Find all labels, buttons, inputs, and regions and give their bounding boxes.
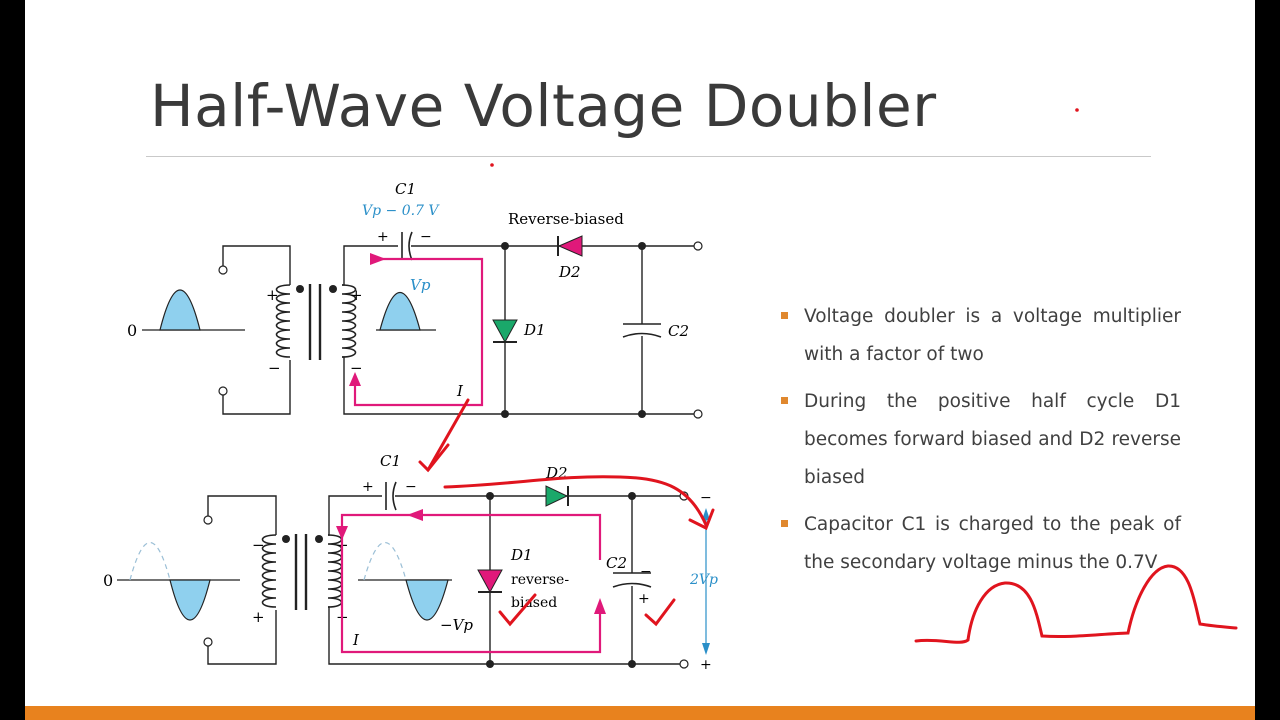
top-c1-label: C1 [395,180,416,198]
bottom-transformer [261,534,343,610]
handwritten-annotations [418,398,1238,644]
annotation-arrow-head [688,508,715,531]
bullet-text: During the positive half cycle D1 become… [804,391,1181,488]
annotation-check-mark [644,598,676,627]
bottom-capacitor-c1 [385,481,397,511]
slide-title: Half-Wave Voltage Doubler [150,72,937,140]
accent-bar [25,706,1255,720]
bullet-item: Voltage doubler is a voltage multiplier … [781,298,1181,374]
top-transformer [275,284,357,360]
bottom-primary-terminal [203,637,213,647]
top-current-label: I [456,382,464,400]
bottom-capacitor-c2 [612,572,652,588]
bullet-marker-icon [781,397,788,404]
bottom-secondary-waveform [405,579,449,621]
bullet-marker-icon [781,520,788,527]
top-reverse-biased-label: Reverse-biased [508,210,624,228]
bullet-item: During the positive half cycle D1 become… [781,383,1181,497]
svg-text:+: + [362,479,374,495]
circuit-diagram: 0 + − + − Vp [103,108,1238,673]
bottom-c2-label: C2 [606,554,627,572]
top-capacitor-c2 [622,323,662,338]
bottom-zero-label: 0 [103,571,113,590]
top-primary-terminal [218,386,228,396]
bottom-d1-note-line1: reverse- [511,572,569,588]
annotation-dot [490,163,494,167]
top-secondary-waveform [379,292,421,331]
top-zero-label: 0 [127,321,137,340]
annotation-check-mark [418,443,450,473]
top-primary-terminal [218,265,228,275]
bottom-output-label: 2Vp [689,572,718,588]
bottom-diode-d1 [477,569,503,594]
svg-text:−: − [350,359,363,377]
top-diode-d1 [492,319,518,344]
bullet-list: Voltage doubler is a voltage multiplier … [781,298,1181,591]
top-capacitor-c1 [401,231,413,261]
svg-text:+: + [638,591,650,607]
title-divider [146,156,1151,157]
top-diode-d2 [557,235,583,257]
bottom-primary-terminal [203,515,213,525]
bottom-c1-label: C1 [380,452,401,470]
svg-text:−: − [700,490,712,506]
svg-text:−: − [252,536,265,554]
svg-text:+: + [252,608,265,626]
bottom-current-path [340,513,602,654]
bullet-text: Voltage doubler is a voltage multiplier … [804,306,1181,365]
bottom-diode-d2 [545,485,569,507]
bottom-circuit: 0 − + − + −Vp [103,452,718,673]
svg-text:−: − [420,229,432,245]
top-input-waveform [159,289,201,331]
bottom-current-label: I [352,631,360,649]
top-c1-voltage: Vp − 0.7 V [362,203,440,219]
annotation-curve-arrow [443,475,708,527]
annotation-check-mark [498,593,537,627]
svg-text:−: − [640,564,652,580]
svg-text:+: + [700,657,712,673]
annotation-dot [1075,108,1079,112]
bullet-text: Capacitor C1 is charged to the peak of t… [804,514,1181,573]
svg-text:−: − [405,479,417,495]
top-d2-label: D2 [558,263,581,281]
bullet-marker-icon [781,312,788,319]
top-circuit: 0 + − + − Vp [127,180,703,419]
annotation-half-wave-sketch [914,564,1238,644]
top-d1-label: D1 [523,321,546,339]
bullet-item: Capacitor C1 is charged to the peak of t… [781,506,1181,582]
top-vp-label: Vp [410,276,431,294]
bottom-d1-note-line2: biased [511,595,557,611]
slide: Half-Wave Voltage Doubler 0 + − [25,0,1255,720]
svg-text:−: − [268,359,281,377]
svg-text:+: + [350,286,363,304]
bottom-neg-vp-label: −Vp [440,616,473,634]
top-c2-label: C2 [668,322,689,340]
svg-text:+: + [377,229,389,245]
annotation-stroke [426,398,470,472]
bottom-input-waveform [169,579,211,621]
top-current-path [353,257,484,407]
bottom-d1-label: D1 [510,546,533,564]
svg-text:+: + [266,286,279,304]
